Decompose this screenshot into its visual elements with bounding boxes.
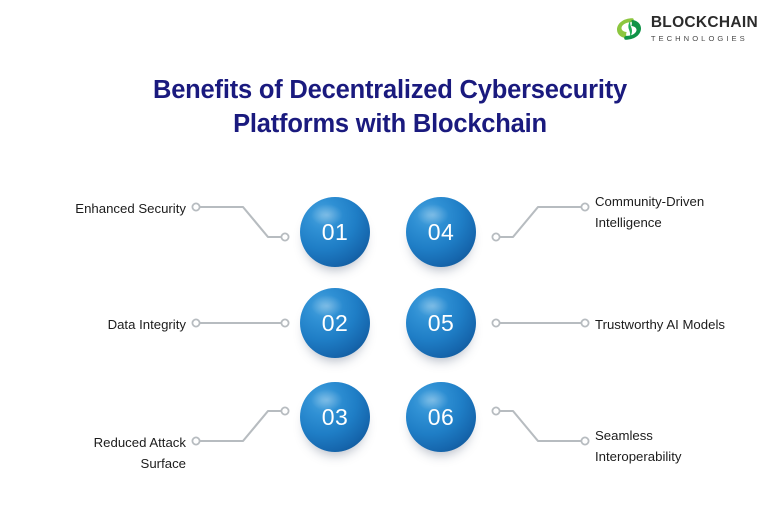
connector-dot-left-3-sphere xyxy=(280,406,290,416)
benefit-sphere-04[interactable]: 04 xyxy=(406,197,476,267)
benefit-label-01: Enhanced Security xyxy=(75,201,186,216)
connector-dot-right-1-sphere xyxy=(491,232,501,242)
connector-left-1 xyxy=(196,205,285,239)
page-title-line-1: Benefits of Decentralized Cybersecurity xyxy=(152,76,628,104)
connector-dot-right-2-label xyxy=(580,318,590,328)
connector-dot-right-1-label xyxy=(580,202,590,212)
benefit-sphere-03[interactable]: 03 xyxy=(300,382,370,452)
logo-subtitle: TECHNOLOGIES xyxy=(650,33,748,43)
connector-left-3 xyxy=(196,409,285,443)
benefit-label-02: Data Integrity xyxy=(107,317,186,332)
benefit-sphere-01[interactable]: 01 xyxy=(300,197,370,267)
benefit-number-04: 04 xyxy=(427,218,455,245)
benefit-sphere-05[interactable]: 05 xyxy=(406,288,476,358)
benefit-sphere-06[interactable]: 06 xyxy=(406,382,476,452)
connector-dot-right-3-label xyxy=(580,436,590,446)
logo-title: BLOCKCHAIN xyxy=(650,14,758,32)
benefit-label-06: Seamless Interoperability xyxy=(595,428,682,464)
logo-wordmark: BLOCKCHAIN TECHNOLOGIES xyxy=(651,15,758,42)
connector-dot-left-2-label xyxy=(191,318,201,328)
benefit-number-01: 01 xyxy=(321,218,349,245)
benefit-number-02: 02 xyxy=(321,309,349,336)
benefit-label-05: Trustworthy AI Models xyxy=(595,317,725,332)
connector-dot-left-3-label xyxy=(191,436,201,446)
green-swirl-icon xyxy=(616,18,641,40)
page-title-line-2: Platforms with Blockchain xyxy=(233,109,547,138)
benefit-label-03: Reduced Attack Surface xyxy=(93,435,186,471)
connector-dot-right-2-sphere xyxy=(491,318,501,328)
connector-dot-left-1-sphere xyxy=(280,232,290,242)
page-title: Benefits of Decentralized Cybersecurity … xyxy=(0,74,780,141)
benefit-label-04: Community-Driven Intelligence xyxy=(595,194,705,230)
benefit-number-06: 06 xyxy=(427,403,455,430)
connector-right-3 xyxy=(496,409,585,443)
brand-logo: BLOCKCHAIN TECHNOLOGIES xyxy=(614,14,758,44)
connector-dot-right-3-sphere xyxy=(491,406,501,416)
benefit-number-03: 03 xyxy=(321,403,349,430)
connector-dot-left-2-sphere xyxy=(280,318,290,328)
benefit-sphere-02[interactable]: 02 xyxy=(300,288,370,358)
connector-dot-left-1-label xyxy=(191,202,201,212)
benefit-number-05: 05 xyxy=(427,309,455,336)
connector-right-1 xyxy=(496,205,585,239)
